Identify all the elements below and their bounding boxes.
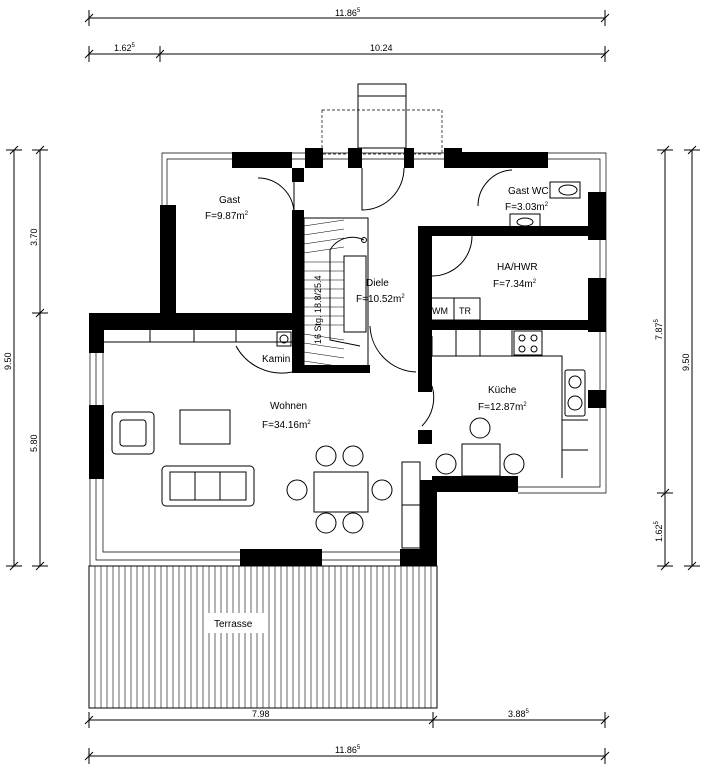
chair-icon — [342, 445, 364, 467]
stair-tread — [303, 246, 345, 254]
terrace-decking — [94, 566, 432, 708]
chair-icon — [469, 417, 491, 439]
chair-icon — [342, 512, 364, 534]
toilet-icon — [549, 181, 581, 199]
dimension-lines — [6, 10, 700, 764]
door-swings — [235, 167, 513, 427]
dimension-labels: 11.865 1.625 10.24 9.50 3.70 5.80 7.875 … — [3, 8, 691, 755]
kamin-label: Kamin — [262, 354, 290, 365]
dryer-label: TR — [459, 306, 471, 316]
stair-tread — [303, 351, 345, 359]
chair-icon — [435, 453, 457, 475]
room-gast-area: F=9.87m2 — [205, 211, 249, 222]
dim-right-upper: 7.875 — [654, 318, 664, 340]
dim-bottom-right: 3.885 — [508, 709, 530, 719]
stair-tread — [303, 219, 345, 227]
room-diele-name: Diele — [366, 278, 389, 289]
stair-tread — [303, 237, 345, 245]
stair-tread — [303, 333, 345, 341]
washer-label: WM — [432, 306, 448, 316]
armchair-icon — [111, 411, 155, 455]
room-kueche-name: Küche — [488, 385, 517, 396]
stove-icon — [513, 330, 543, 356]
room-ha-hwr-area: F=7.34m2 — [493, 279, 537, 290]
kitchen-sink-icon — [564, 369, 586, 417]
dim-bottom-left: 7.98 — [252, 709, 270, 719]
room-gast-wc-area: F=3.03m2 — [505, 202, 549, 213]
dryer-icon — [453, 297, 481, 321]
stair-treads — [303, 219, 345, 368]
dim-right-lower: 1.625 — [654, 520, 664, 542]
room-diele-area: F=10.52m2 — [356, 294, 405, 305]
terrace: Terrasse — [88, 565, 438, 709]
dim-top-overall: 11.865 — [335, 8, 361, 18]
sofa-icon — [161, 465, 255, 507]
kitchen-island-icon — [461, 443, 501, 477]
staircase: 16 Stg. 18.8/25.4 — [303, 217, 369, 368]
chair-icon — [286, 479, 308, 501]
dining-chairs — [286, 417, 525, 534]
stair-note: 16 Stg. 18.8/25.4 — [313, 275, 323, 344]
dim-right-total: 9.50 — [681, 353, 691, 371]
terrace-label: Terrasse — [214, 619, 253, 630]
chair-icon — [315, 512, 337, 534]
dim-top-left: 1.625 — [114, 43, 136, 53]
room-gast-wc-name: Gast WC — [508, 186, 549, 197]
room-labels: Gast F=9.87m2 Gast WC F=3.03m2 Diele F=1… — [205, 186, 549, 431]
fireplace-icon — [276, 331, 292, 347]
fixtures: WM TR — [104, 181, 588, 549]
stair-tread — [303, 360, 345, 368]
room-kueche-area: F=12.87m2 — [478, 402, 527, 413]
room-gast-name: Gast — [219, 195, 240, 206]
room-ha-hwr-name: HA/HWR — [497, 262, 538, 273]
stair-tread — [303, 228, 345, 236]
stair-tread — [303, 342, 345, 350]
chair-icon — [371, 479, 393, 501]
room-wohnen-area: F=34.16m2 — [262, 420, 311, 431]
chair-icon — [503, 453, 525, 475]
dim-top-right: 10.24 — [370, 43, 393, 53]
dim-left-upper: 3.70 — [29, 228, 39, 246]
wc-sink-icon — [509, 213, 541, 226]
room-wohnen-name: Wohnen — [270, 401, 307, 412]
chair-icon — [315, 445, 337, 467]
dim-left-total: 9.50 — [3, 352, 13, 370]
dining-table-icon — [313, 471, 369, 513]
coffee-table-icon — [179, 409, 231, 445]
dim-bottom-overall: 11.865 — [335, 745, 361, 755]
entrance-canopy — [321, 83, 443, 155]
walls — [89, 148, 606, 566]
dim-left-lower: 5.80 — [29, 434, 39, 452]
